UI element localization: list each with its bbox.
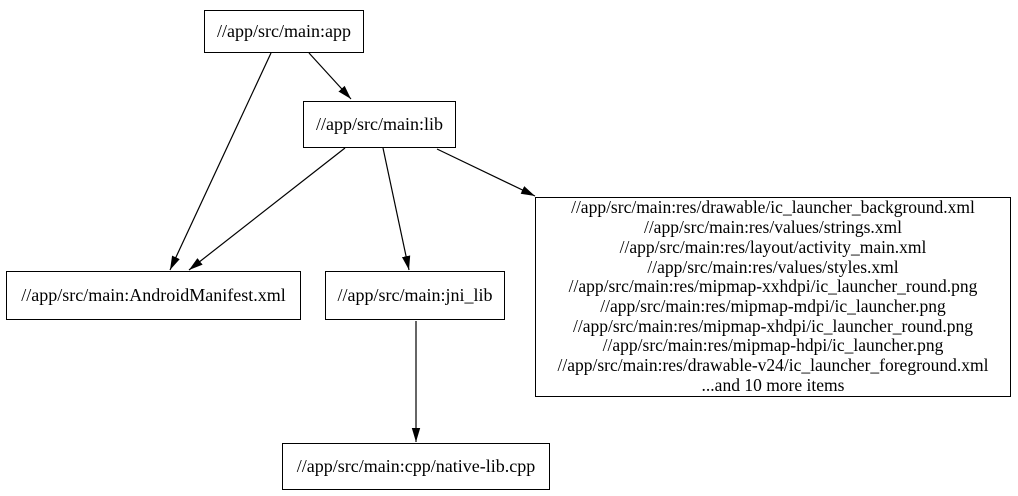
edge-app-to-lib [308,52,352,100]
node-lib-label: //app/src/main:lib [316,114,443,134]
resource-item: //app/src/main:res/drawable-v24/ic_launc… [557,355,989,376]
node-jnilib-label: //app/src/main:jni_lib [337,285,493,305]
resource-item: //app/src/main:res/mipmap-xxhdpi/ic_laun… [568,276,978,297]
resource-item: //app/src/main:res/mipmap-mdpi/ic_launch… [600,296,946,316]
node-app-label: //app/src/main:app [217,21,351,41]
resource-item: //app/src/main:res/drawable/ic_launcher_… [571,197,975,218]
resource-item: //app/src/main:res/values/strings.xml [643,217,903,238]
node-resources-group: //app/src/main:res/drawable/ic_launcher_… [535,197,1011,397]
resource-item: //app/src/main:res/mipmap-xhdpi/ic_launc… [573,315,973,336]
resource-item: //app/src/main:res/layout/activity_main.… [619,236,927,257]
edge-app-to-androidmanifest [169,52,272,271]
node-nativecpp-label: //app/src/main:cpp/native-lib.cpp [296,456,536,476]
node-jnilib: //app/src/main:jni_lib [325,271,505,320]
resource-item: //app/src/main:res/values/styles.xml [647,256,899,277]
node-app: //app/src/main:app [204,10,364,53]
node-lib: //app/src/main:lib [303,101,456,148]
edge-lib-to-androidmanifest [188,147,346,271]
edge-lib-to-jnilib [382,147,411,271]
node-androidmanifest: //app/src/main:AndroidManifest.xml [6,271,301,320]
node-nativecpp: //app/src/main:cpp/native-lib.cpp [282,443,550,490]
resource-items-overflow-note: ...and 10 more items [701,374,845,395]
resource-item: //app/src/main:res/mipmap-hdpi/ic_launch… [602,335,944,356]
node-androidmanifest-label: //app/src/main:AndroidManifest.xml [21,285,286,305]
edge-lib-to-resources [436,148,536,197]
